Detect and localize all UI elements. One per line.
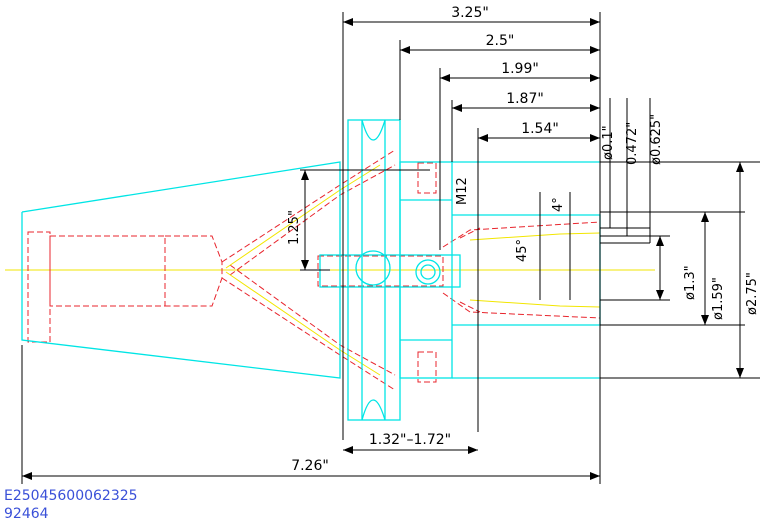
dim-phi-1-59: ø1.59" [711, 277, 726, 320]
dim-7-26: 7.26" [291, 458, 329, 474]
part-code: E25045600062325 [4, 488, 138, 504]
dim-3-25: 3.25" [451, 5, 489, 21]
dimension-labels: 3.25" 2.5" 1.99" 1.87" 1.54" ø0.1" 0.472… [287, 5, 760, 474]
dim-phi-2-75: ø2.75" [745, 272, 760, 315]
dim-phi-0-625: ø0.625" [649, 114, 664, 165]
thread-label: M12 [455, 177, 470, 205]
dim-1-25: 1.25" [287, 210, 302, 245]
dim-phi-0-1: ø0.1" [601, 125, 616, 160]
dim-1-99: 1.99" [501, 61, 539, 77]
dim-range: 1.32"–1.72" [369, 432, 451, 448]
dim-1-54: 1.54" [521, 121, 559, 137]
dimension-lines [21, 12, 760, 484]
dim-2-5: 2.5" [486, 33, 515, 49]
dim-0-472: 0.472" [625, 122, 640, 165]
dim-1-87: 1.87" [506, 91, 544, 107]
angle-4: 4° [551, 197, 566, 212]
angle-45: 45° [515, 239, 530, 262]
part-number: 92464 [4, 506, 49, 522]
dim-phi-1-3: ø1.3" [683, 265, 698, 300]
